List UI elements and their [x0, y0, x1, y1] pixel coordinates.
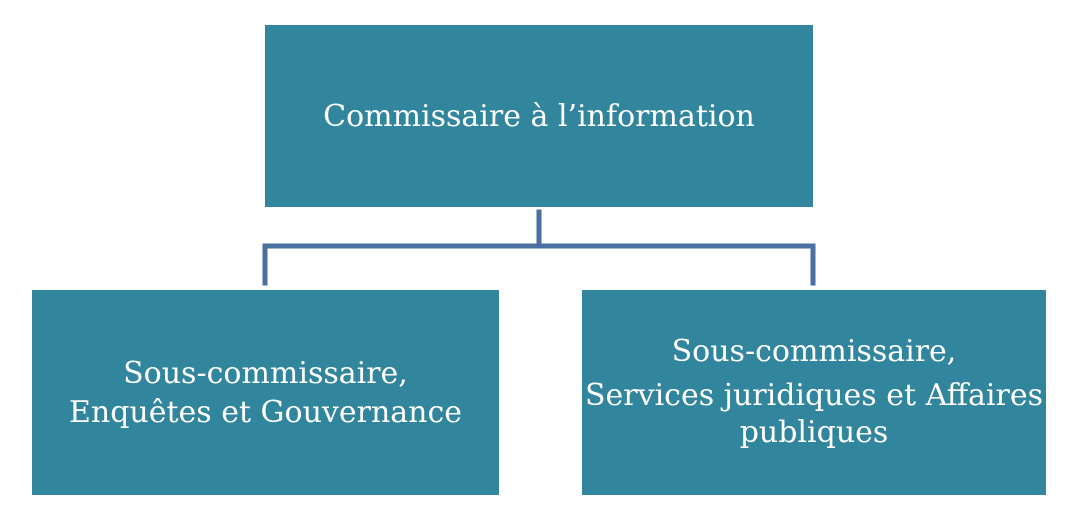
deputy-investigations-title: Sous-commissaire, — [123, 355, 408, 391]
deputy-legal-services-node: Sous-commissaire, Services juridiques et… — [582, 290, 1046, 495]
deputy-legal-title: Sous-commissaire, — [671, 334, 957, 370]
deputy-investigations-node: Sous-commissaire, Enquêtes et Gouvernanc… — [32, 290, 499, 495]
deputy-legal-portfolio-line2: publiques — [739, 415, 889, 451]
commissioner-label: Commissaire à l’information — [323, 98, 755, 134]
commissioner-node: Commissaire à l’information — [265, 25, 813, 207]
deputy-investigations-portfolio: Enquêtes et Gouvernance — [68, 394, 463, 430]
deputy-legal-portfolio-line1: Services juridiques et Affaires — [584, 377, 1043, 413]
